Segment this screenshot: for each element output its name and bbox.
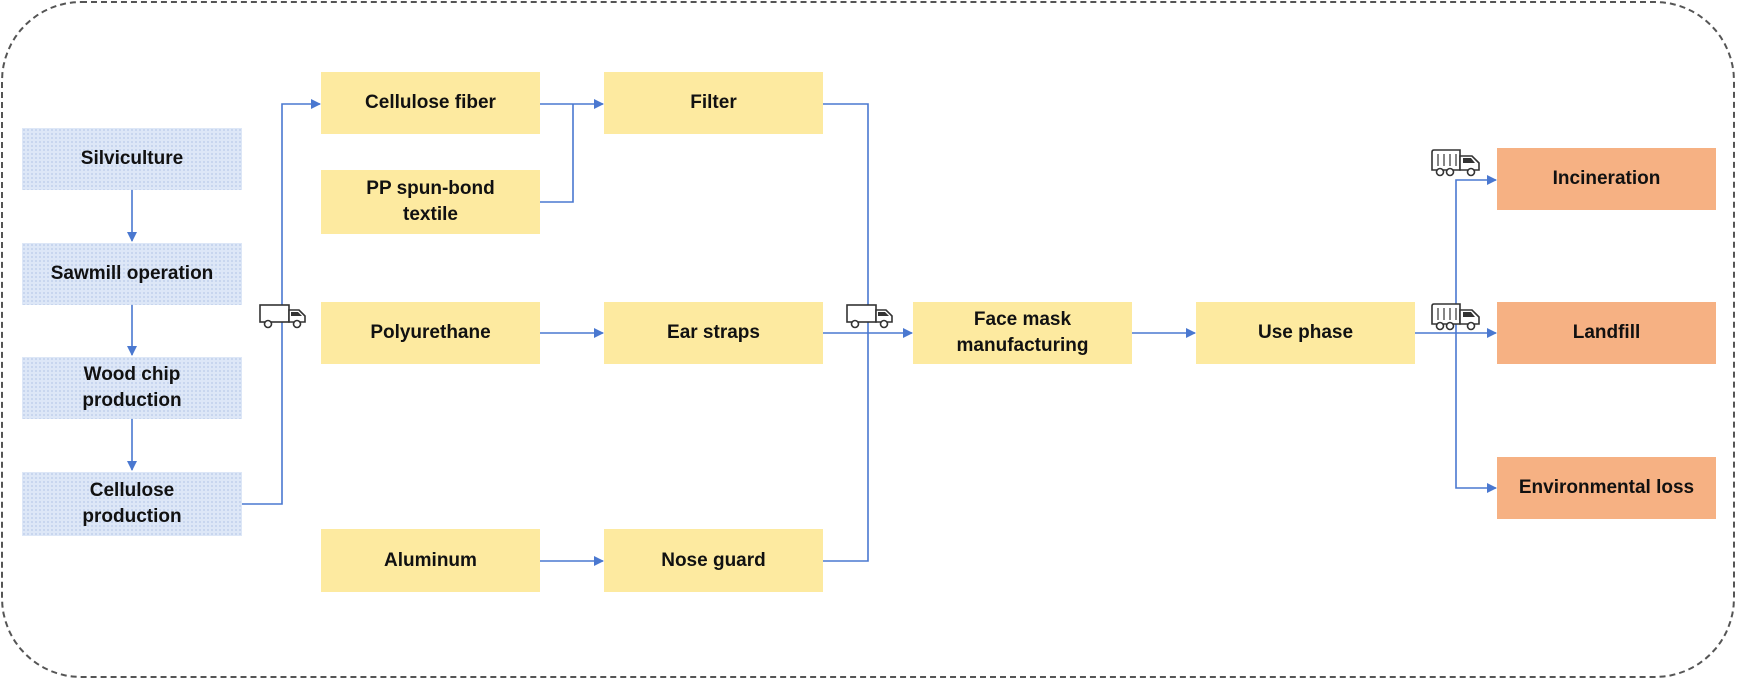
filter-box: Filter <box>604 72 823 134</box>
line-pp-to-filter <box>540 104 574 203</box>
cellulose-fiber-box: Cellulose fiber <box>321 72 540 134</box>
environmental-loss-box: Environmental loss <box>1497 457 1716 519</box>
arrow-cellulose-to-fiber <box>242 99 321 505</box>
landfill-box: Landfill <box>1497 302 1716 364</box>
incineration-box: Incineration <box>1497 148 1716 210</box>
sawmill-operation-box: Sawmill operation <box>22 243 242 305</box>
polyurethane-box: Polyurethane <box>321 302 540 364</box>
aluminum-box: Aluminum <box>321 529 540 592</box>
garbage-truck-icon <box>1431 303 1480 331</box>
garbage-truck-icon <box>1431 149 1480 177</box>
arrow-to-incineration <box>1455 175 1497 333</box>
nose-guard-box: Nose guard <box>604 529 823 592</box>
cellulose-production-box: Cellulose production <box>22 472 242 536</box>
pp-spunbond-textile-box: PP spun-bond textile <box>321 170 540 234</box>
arrow-to-environmental-loss <box>1455 333 1497 493</box>
delivery-truck-icon <box>259 304 306 329</box>
ear-straps-box: Ear straps <box>604 302 823 364</box>
use-phase-box: Use phase <box>1196 302 1415 364</box>
wood-chip-production-box: Wood chip production <box>22 357 242 419</box>
silviculture-box: Silviculture <box>22 128 242 190</box>
face-mask-manufacturing-box: Face mask manufacturing <box>913 302 1132 364</box>
delivery-truck-icon <box>846 304 893 329</box>
